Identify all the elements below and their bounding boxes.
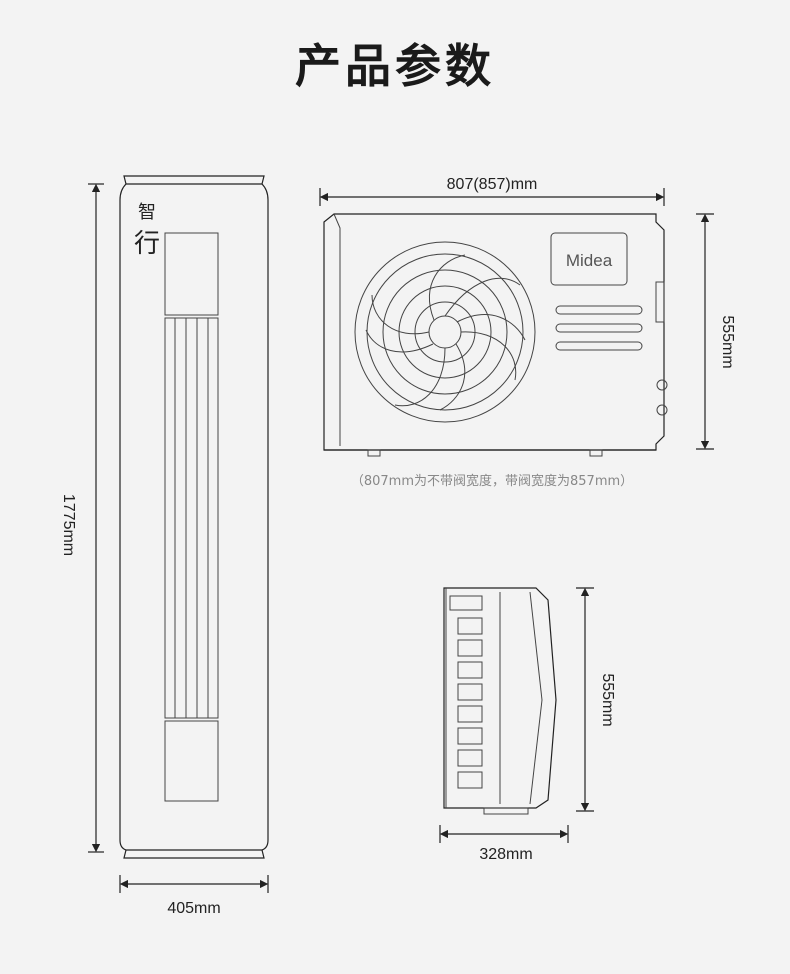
indoor-width-dimension: 405mm (119, 875, 269, 917)
indoor-logo-char-2: 行 (134, 229, 160, 259)
indoor-louvre-panel (164, 317, 219, 719)
indoor-width-label: 405mm (167, 900, 220, 917)
indoor-display-panel (164, 232, 219, 316)
indoor-unit: 智 行 (119, 175, 269, 859)
outdoor-side-height-dimension: 555mm (576, 587, 616, 812)
outdoor-side-height-label: 555mm (599, 673, 616, 726)
outdoor-unit-front: Midea (323, 213, 668, 457)
outdoor-unit-side (443, 587, 557, 815)
outdoor-width-dimension: 807(857)mm (319, 176, 665, 206)
outdoor-depth-dimension: 328mm (439, 825, 569, 863)
indoor-body (119, 183, 269, 851)
page-title: 产品参数 (295, 39, 495, 93)
midea-logo-text: Midea (566, 251, 613, 270)
outdoor-width-note: （807mm为不带阀宽度，带阀宽度为857mm） (351, 473, 633, 489)
fan-grill (354, 241, 536, 423)
indoor-height-label: 1775mm (60, 494, 77, 556)
indoor-logo-char-1: 智 (138, 202, 156, 223)
outdoor-side-body (443, 587, 557, 809)
indoor-bottom-panel (164, 720, 219, 802)
outdoor-front-height-label: 555mm (719, 315, 736, 368)
indoor-base (123, 849, 265, 859)
outdoor-depth-label: 328mm (479, 846, 532, 863)
midea-logo-badge (550, 232, 628, 286)
outdoor-width-label: 807(857)mm (447, 176, 538, 193)
outdoor-front-height-dimension: 555mm (696, 213, 736, 450)
indoor-height-dimension: 1775mm (60, 183, 104, 853)
indoor-top-cap (123, 175, 265, 185)
